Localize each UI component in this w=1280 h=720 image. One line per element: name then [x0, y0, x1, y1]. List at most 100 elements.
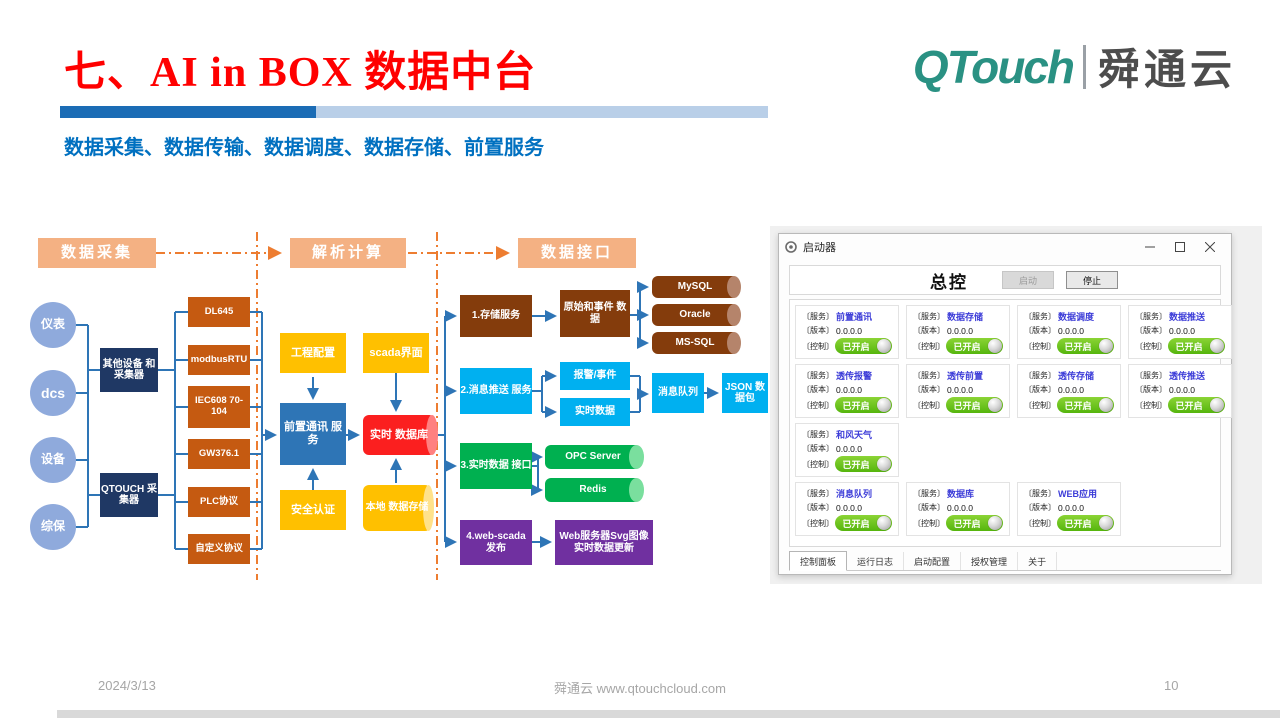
service-toggle[interactable]: 已开启: [834, 515, 892, 531]
service-name: 透传报警: [836, 371, 873, 381]
service-version: 0.0.0.0: [836, 443, 862, 454]
toggle-knob: [877, 516, 891, 530]
toggle-knob: [1210, 339, 1224, 353]
stop-all-button[interactable]: 停止: [1066, 271, 1118, 289]
tab-run-log[interactable]: 运行日志: [847, 552, 905, 570]
node-local-storage: 本地 数据存储: [363, 485, 434, 531]
footer-site: 舜通云 www.qtouchcloud.com: [554, 681, 726, 696]
iface-message-push: 2.消息推送 服务: [460, 368, 532, 414]
source-meter: 仪表: [30, 302, 76, 348]
toggle-knob: [877, 339, 891, 353]
master-control-panel: 总控 启动 停止: [789, 265, 1221, 295]
service-version: 0.0.0.0: [836, 325, 862, 336]
service-card-web-app: 〔服务〕WEB应用 〔版本〕0.0.0.0 〔控制〕已开启: [1017, 482, 1121, 536]
master-title: 总控: [930, 272, 968, 292]
service-card-data-schedule: 〔服务〕数据调度 〔版本〕0.0.0.0 〔控制〕已开启: [1017, 305, 1121, 359]
service-toggle[interactable]: 已开启: [1167, 397, 1225, 413]
collector-qtouch: QTOUCH 采集器: [100, 473, 158, 517]
card-row-3: 〔服务〕和风天气 〔版本〕0.0.0.0 〔控制〕已开启: [795, 423, 1215, 477]
node-realtime-data: 实时数据: [560, 398, 630, 426]
service-toggle[interactable]: 已开启: [1056, 397, 1114, 413]
protocol-iec60870-104: IEC608 70-104: [188, 386, 250, 428]
protocol-custom: 自定义协议: [188, 534, 250, 564]
service-card-weather: 〔服务〕和风天气 〔版本〕0.0.0.0 〔控制〕已开启: [795, 423, 899, 477]
protocol-plc: PLC协议: [188, 487, 250, 517]
tab-license[interactable]: 授权管理: [961, 552, 1019, 570]
db-oracle: Oracle: [652, 304, 741, 326]
toggle-knob: [1099, 398, 1113, 412]
service-toggle[interactable]: 已开启: [1056, 338, 1114, 354]
bottom-strip: [57, 710, 1280, 718]
app-icon: [785, 240, 797, 253]
launcher-tabbar: 控制面板 运行日志 启动配置 授权管理 关于: [789, 551, 1221, 571]
service-version: 0.0.0.0: [947, 502, 973, 513]
service-name: WEB应用: [1058, 489, 1097, 499]
maximize-icon[interactable]: [1165, 236, 1195, 257]
service-version: 0.0.0.0: [947, 384, 973, 395]
minimize-icon[interactable]: [1135, 236, 1165, 257]
architecture-diagram: 数据采集 解析计算 数据接口 仪表 dcs 设备 综保 其他设备 和采集器 QT…: [30, 228, 778, 586]
service-version: 0.0.0.0: [1058, 502, 1084, 513]
node-security-auth: 安全认证: [280, 490, 346, 530]
toggle-knob: [1210, 398, 1224, 412]
service-toggle[interactable]: 已开启: [834, 397, 892, 413]
source-protection: 综保: [30, 504, 76, 550]
card-row-4: 〔服务〕消息队列 〔版本〕0.0.0.0 〔控制〕已开启 〔服务〕数据库 〔版本…: [795, 482, 1215, 536]
start-all-button[interactable]: 启动: [1002, 271, 1054, 289]
diagram-connectors: [75, 232, 719, 580]
service-toggle[interactable]: 已开启: [945, 338, 1003, 354]
close-icon[interactable]: [1195, 236, 1225, 257]
tab-about[interactable]: 关于: [1018, 552, 1058, 570]
launcher-body: 总控 启动 停止 〔服务〕前置通讯 〔版本〕0.0.0.0 〔控制〕已开启 〔服…: [779, 259, 1232, 571]
iface-realtime-api: 3.实时数据 接口: [460, 443, 532, 489]
service-version: 0.0.0.0: [1169, 325, 1195, 336]
service-name: 数据存储: [947, 312, 984, 322]
service-card-passthrough-storage: 〔服务〕透传存储 〔版本〕0.0.0.0 〔控制〕已开启: [1017, 364, 1121, 418]
db-mysql: MySQL: [652, 276, 741, 298]
stage-data-interface: 数据接口: [518, 238, 636, 268]
node-json-packet: JSON 数据包: [722, 373, 768, 413]
tab-control-panel[interactable]: 控制面板: [789, 551, 848, 571]
service-name: 消息队列: [836, 489, 873, 499]
source-dcs: dcs: [30, 370, 76, 416]
service-toggle[interactable]: 已开启: [945, 397, 1003, 413]
service-toggle[interactable]: 已开启: [945, 515, 1003, 531]
tab-start-config[interactable]: 启动配置: [904, 552, 962, 570]
protocol-dl645: DL645: [188, 297, 250, 327]
node-opc-server: OPC Server: [545, 445, 644, 469]
source-device: 设备: [30, 437, 76, 483]
service-name: 透传前置: [947, 371, 984, 381]
service-card-front-comm: 〔服务〕前置通讯 〔版本〕0.0.0.0 〔控制〕已开启: [795, 305, 899, 359]
toggle-knob: [1099, 339, 1113, 353]
iface-raw-event-data: 原始和事件 数据: [560, 290, 630, 337]
service-version: 0.0.0.0: [1169, 384, 1195, 395]
service-card-passthrough-alarm: 〔服务〕透传报警 〔版本〕0.0.0.0 〔控制〕已开启: [795, 364, 899, 418]
page-title: 七、AI in BOX 数据中台: [64, 50, 537, 96]
service-name: 前置通讯: [836, 312, 873, 322]
service-card-passthrough-push: 〔服务〕透传推送 〔版本〕0.0.0.0 〔控制〕已开启: [1128, 364, 1232, 418]
service-name: 数据库: [947, 489, 975, 499]
service-toggle[interactable]: 已开启: [834, 338, 892, 354]
card-row-1: 〔服务〕前置通讯 〔版本〕0.0.0.0 〔控制〕已开启 〔服务〕数据存储 〔版…: [795, 305, 1232, 359]
toggle-knob: [877, 398, 891, 412]
service-name: 数据调度: [1058, 312, 1095, 322]
service-card-message-queue: 〔服务〕消息队列 〔版本〕0.0.0.0 〔控制〕已开启: [795, 482, 899, 536]
service-toggle[interactable]: 已开启: [1167, 338, 1225, 354]
node-redis: Redis: [545, 478, 644, 502]
card-row-2: 〔服务〕透传报警 〔版本〕0.0.0.0 〔控制〕已开启 〔服务〕透传前置 〔版…: [795, 364, 1232, 418]
service-version: 0.0.0.0: [836, 502, 862, 513]
collector-other: 其他设备 和采集器: [100, 348, 158, 392]
footer-page-number: 10: [1164, 678, 1179, 693]
service-card-database: 〔服务〕数据库 〔版本〕0.0.0.0 〔控制〕已开启: [906, 482, 1010, 536]
toggle-knob: [1099, 516, 1113, 530]
launcher-titlebar: 启动器: [779, 234, 1231, 259]
toggle-knob: [877, 457, 891, 471]
protocol-modbusrtu: modbusRTU: [188, 345, 250, 375]
service-card-passthrough-front: 〔服务〕透传前置 〔版本〕0.0.0.0 〔控制〕已开启: [906, 364, 1010, 418]
node-project-config: 工程配置: [280, 333, 346, 373]
window-title: 启动器: [803, 241, 836, 254]
service-toggle[interactable]: 已开启: [834, 456, 892, 472]
service-card-data-push: 〔服务〕数据推送 〔版本〕0.0.0.0 〔控制〕已开启: [1128, 305, 1232, 359]
service-toggle[interactable]: 已开启: [1056, 515, 1114, 531]
